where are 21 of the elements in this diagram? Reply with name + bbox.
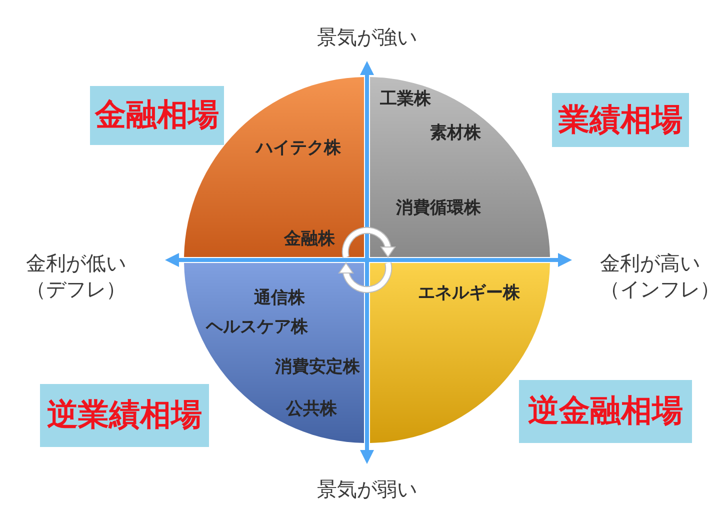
sector-label: ハイテク株 <box>256 139 341 158</box>
sector-label: 公共株 <box>286 400 337 419</box>
phase-label: 業績相場 <box>552 93 689 147</box>
sector-label: 消費安定株 <box>275 358 360 377</box>
sector-label: 消費循環株 <box>396 199 481 218</box>
phase-label: 逆金融相場 <box>519 380 692 443</box>
axis-label: 景気が弱い <box>317 476 417 502</box>
sector-label: 素材株 <box>430 124 481 143</box>
phase-label: 逆業績相場 <box>40 384 209 447</box>
axis-label: 金利が低い（デフレ） <box>26 250 127 302</box>
sector-label: ヘルスケア株 <box>206 318 308 337</box>
axis-label: 景気が強い <box>317 24 417 50</box>
sector-label: 通信株 <box>254 289 305 308</box>
phase-label: 金融相場 <box>90 86 224 145</box>
curved-arrow <box>342 226 396 258</box>
pie-quadrant <box>370 77 550 257</box>
axis-label: 金利が高い（インフレ） <box>600 250 718 302</box>
sector-label: 金融株 <box>284 230 335 249</box>
sector-label: エネルギー株 <box>418 284 520 303</box>
curved-arrow <box>338 262 392 294</box>
sector-label: 工業株 <box>380 90 431 109</box>
